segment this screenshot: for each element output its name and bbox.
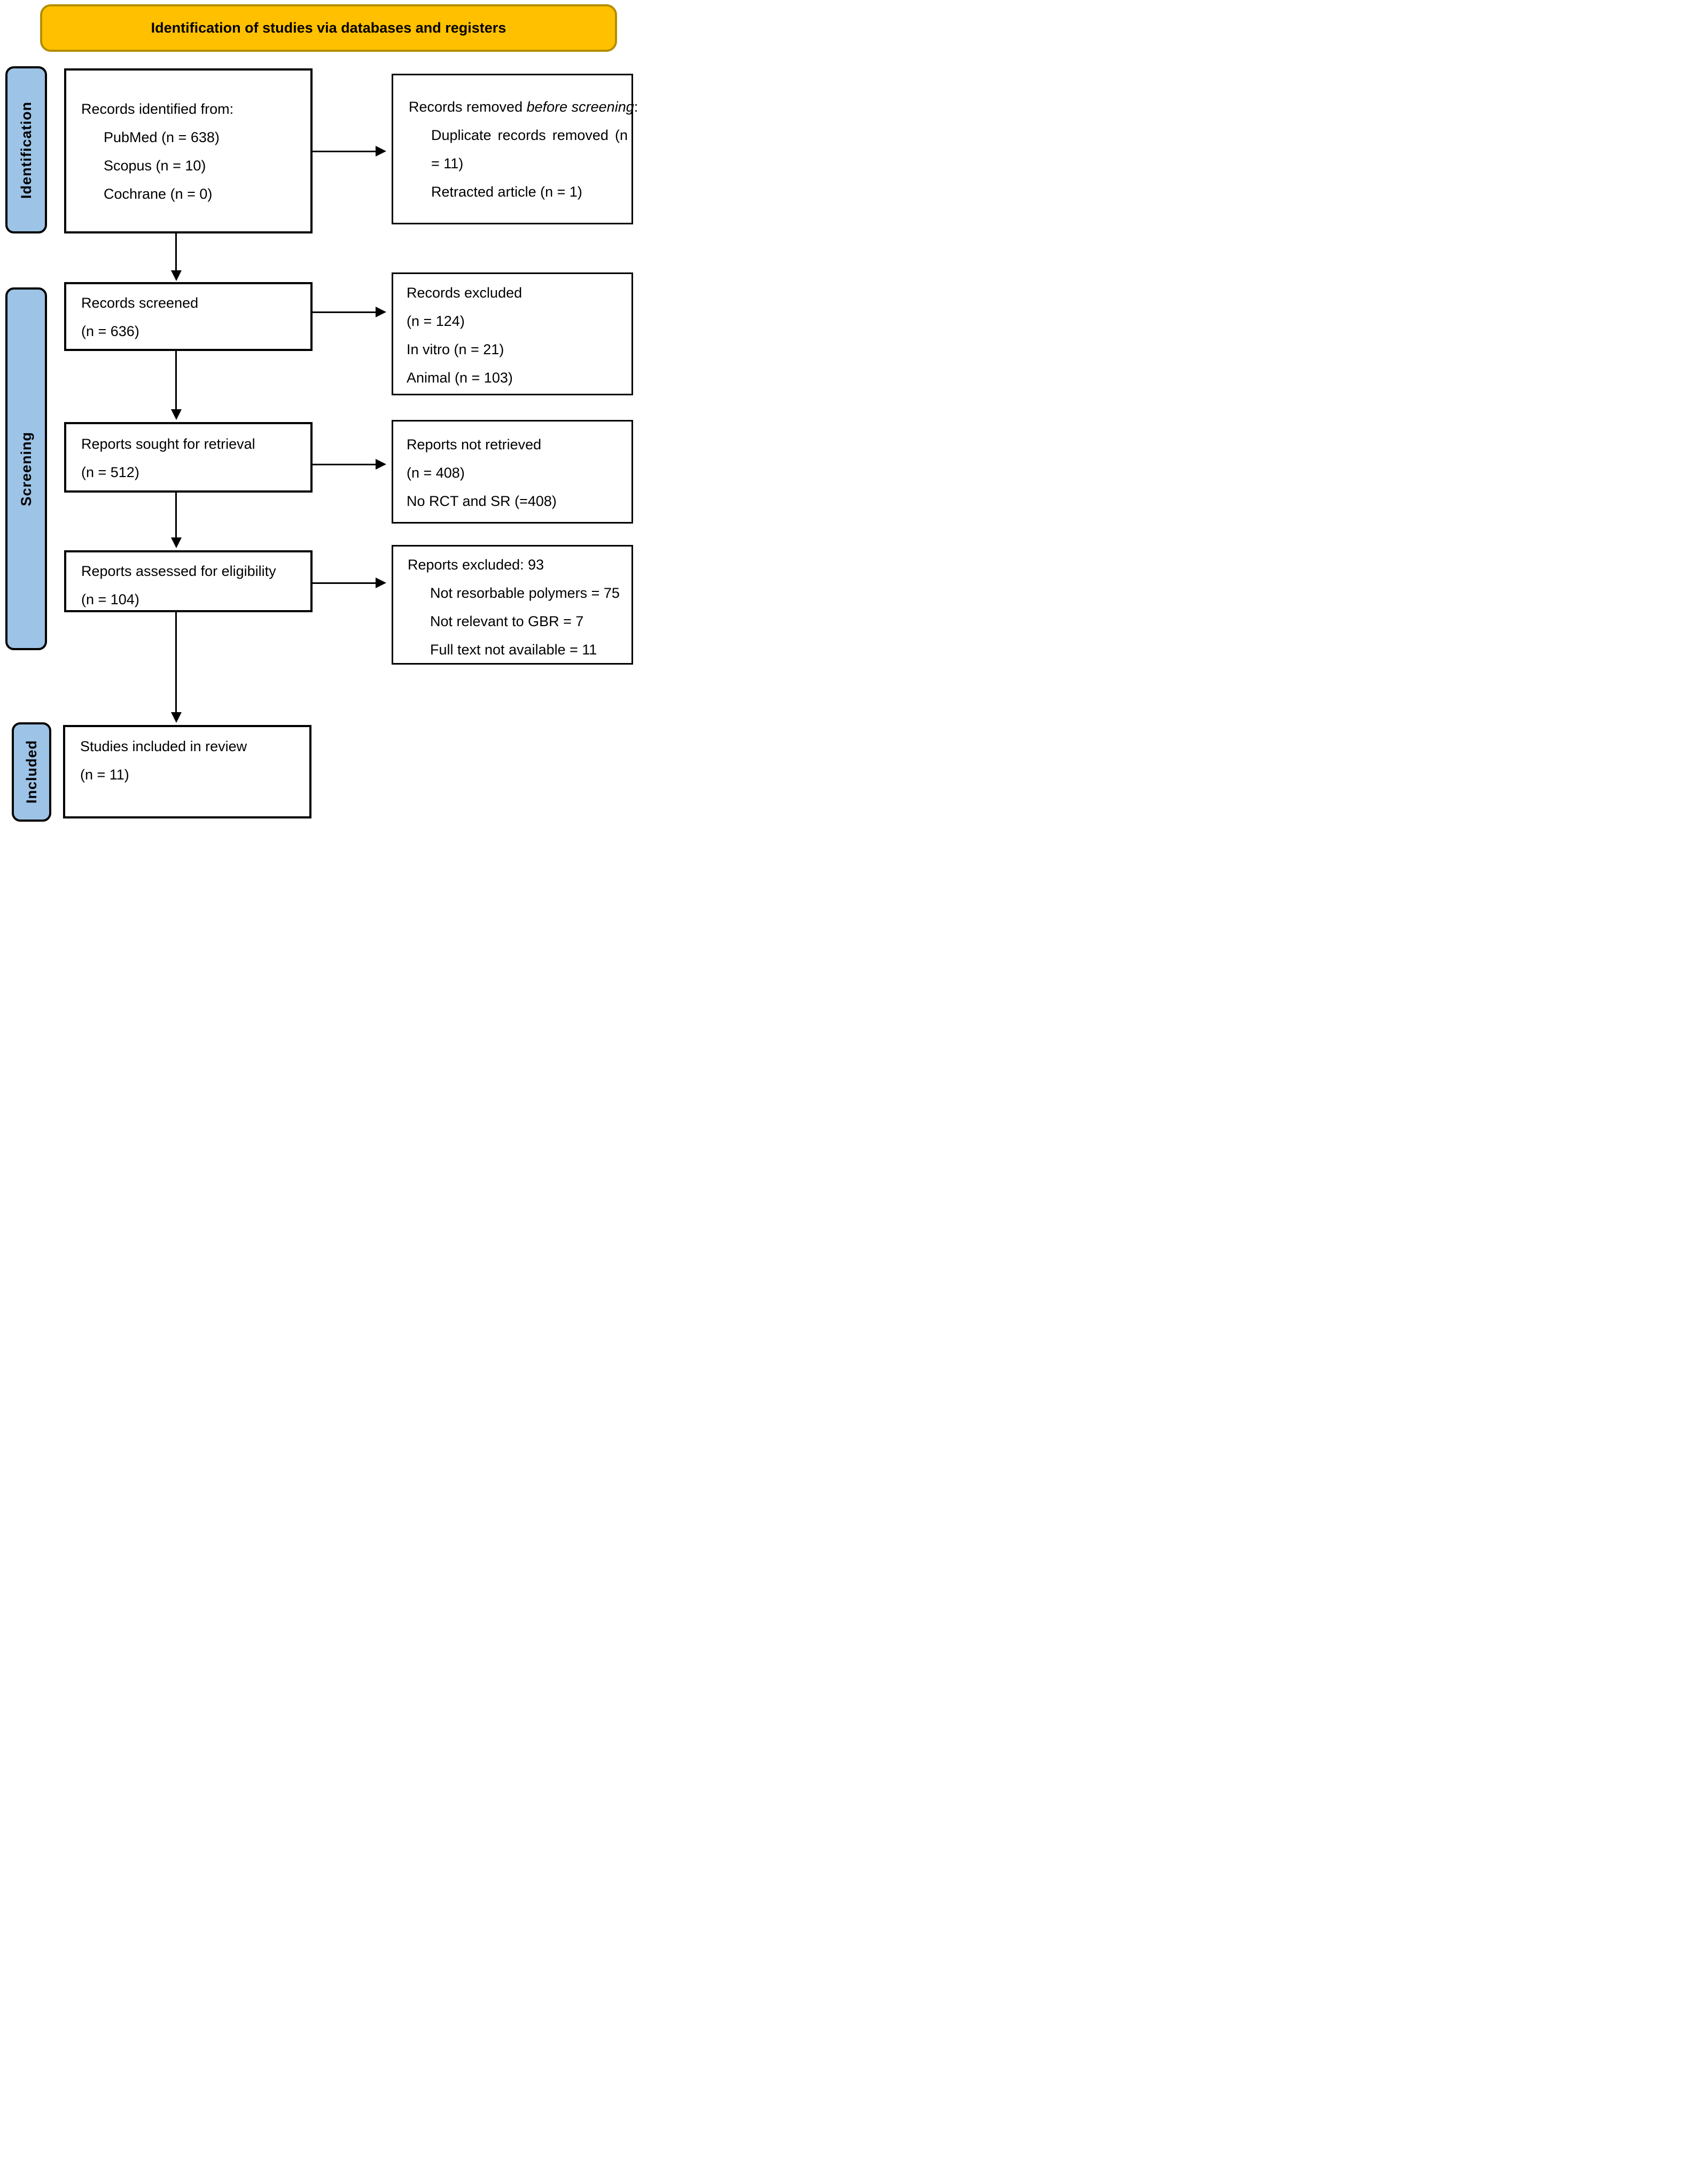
banner-title: Identification of studies via databases …	[151, 20, 506, 36]
box-reports-excluded: Reports excluded: 93 Not resorbable poly…	[392, 545, 633, 665]
box-records-excluded-title: Records excluded	[407, 285, 522, 301]
box-records-removed-title-prefix: Records removed	[409, 99, 527, 115]
arrow-assessed-to-included-head	[171, 712, 182, 723]
box-records-identified-item-cochrane: Cochrane (n = 0)	[104, 186, 213, 202]
box-reports-excluded-item-fulltext: Full text not available = 11	[430, 642, 597, 658]
stage-identification-label: Identification	[18, 101, 34, 199]
arrow-identified-to-removed-head	[376, 146, 386, 157]
box-reports-sought-count: (n = 512)	[81, 464, 139, 480]
arrow-assessed-to-reportsexcluded-head	[376, 578, 386, 588]
box-reports-assessed: Reports assessed for eligibility (n = 10…	[64, 550, 313, 612]
box-records-screened: Records screened (n = 636)	[64, 282, 313, 351]
box-reports-assessed-title: Reports assessed for eligibility	[81, 563, 276, 579]
stage-screening-label: Screening	[18, 431, 34, 506]
box-studies-included-title: Studies included in review	[80, 738, 247, 754]
prisma-flow-diagram: Identification of studies via databases …	[0, 0, 646, 826]
box-records-removed-item-retracted: Retracted article (n = 1)	[431, 184, 582, 200]
arrow-sought-to-assessed-line	[175, 493, 177, 537]
box-records-screened-count: (n = 636)	[81, 323, 139, 339]
arrow-screened-to-excluded-line	[313, 311, 377, 313]
box-records-removed-title: Records removed before screening:	[409, 93, 638, 121]
box-records-removed-item-duplicates: Duplicate records removed (n = 11)	[431, 127, 628, 171]
arrow-assessed-to-included-line	[175, 612, 177, 712]
box-reports-not-retrieved-norct: No RCT and SR (=408)	[407, 493, 557, 509]
box-records-screened-title: Records screened	[81, 295, 199, 311]
box-reports-not-retrieved-title: Reports not retrieved	[407, 436, 542, 453]
box-reports-excluded-title: Reports excluded: 93	[408, 557, 544, 573]
arrow-screened-to-excluded-head	[376, 307, 386, 317]
box-records-identified-item-pubmed: PubMed (n = 638)	[104, 129, 220, 145]
box-reports-assessed-count: (n = 104)	[81, 591, 139, 607]
arrow-identified-to-screened-line	[175, 233, 177, 270]
arrow-screened-to-sought-head	[171, 409, 182, 420]
box-reports-excluded-item-polymers: Not resorbable polymers = 75	[430, 585, 620, 601]
arrow-sought-to-assessed-head	[171, 537, 182, 548]
arrow-identified-to-screened-head	[171, 270, 182, 281]
stage-bar-screening: Screening	[5, 287, 47, 650]
box-records-identified-title: Records identified from:	[81, 101, 234, 117]
arrow-sought-to-notretrieved-line	[313, 464, 377, 465]
box-studies-included: Studies included in review (n = 11)	[63, 725, 311, 818]
box-records-excluded-animal: Animal (n = 103)	[407, 370, 513, 386]
box-records-excluded-invitro: In vitro (n = 21)	[407, 341, 504, 357]
box-studies-included-count: (n = 11)	[80, 767, 129, 783]
box-reports-not-retrieved: Reports not retrieved (n = 408) No RCT a…	[392, 420, 633, 524]
box-records-excluded: Records excluded (n = 124) In vitro (n =…	[392, 272, 633, 395]
stage-bar-identification: Identification	[5, 66, 47, 233]
arrow-assessed-to-reportsexcluded-line	[313, 582, 377, 584]
stage-included-label: Included	[23, 740, 40, 804]
stage-bar-included: Included	[12, 722, 51, 822]
box-records-excluded-count: (n = 124)	[407, 313, 465, 329]
box-reports-not-retrieved-count: (n = 408)	[407, 465, 465, 481]
box-records-identified-item-scopus: Scopus (n = 10)	[104, 158, 206, 174]
box-reports-excluded-item-gbr: Not relevant to GBR = 7	[430, 613, 584, 629]
arrow-sought-to-notretrieved-head	[376, 459, 386, 470]
box-records-identified: Records identified from: PubMed (n = 638…	[64, 68, 313, 233]
box-records-removed-title-italic: before screening	[526, 99, 634, 115]
box-records-removed-title-suffix: :	[634, 99, 638, 115]
box-records-removed: Records removed before screening: Duplic…	[392, 74, 638, 224]
banner: Identification of studies via databases …	[40, 4, 617, 52]
arrow-screened-to-sought-line	[175, 351, 177, 409]
arrow-identified-to-removed-line	[313, 151, 377, 152]
box-reports-sought: Reports sought for retrieval (n = 512)	[64, 422, 313, 493]
box-reports-sought-title: Reports sought for retrieval	[81, 436, 255, 452]
